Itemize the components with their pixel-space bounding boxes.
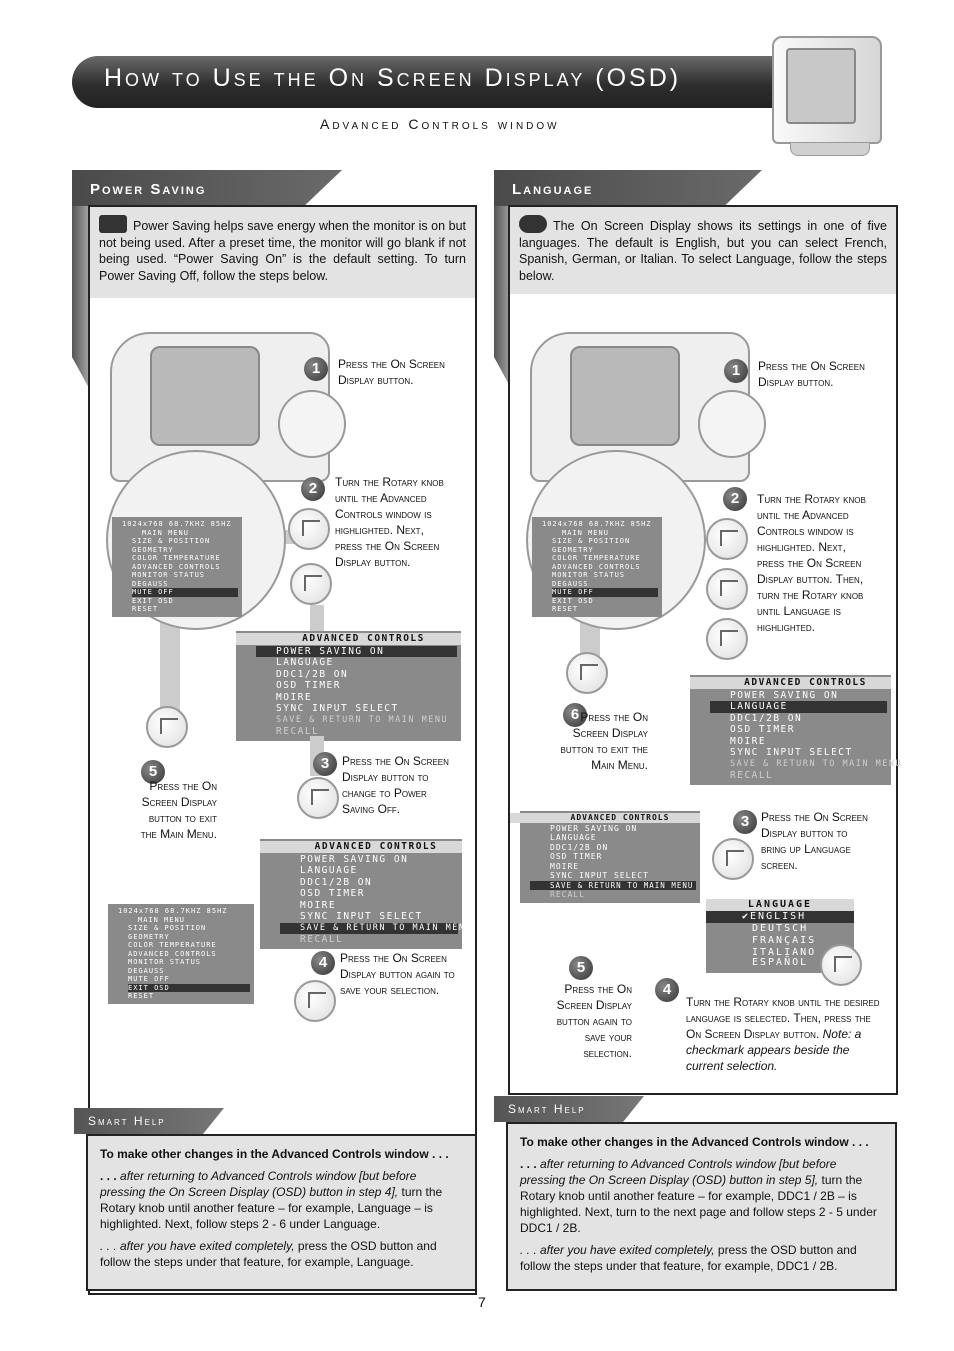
zoom-bubble-button — [278, 390, 346, 458]
rotary-knob-icon — [706, 568, 748, 610]
step-1-text: Press the On Screen Display button. — [758, 359, 865, 389]
step-4-badge: 4 — [655, 978, 679, 1002]
checkmark-icon: ✔ — [742, 911, 751, 922]
rotary-knob-icon — [290, 563, 332, 605]
step-2-badge: 2 — [301, 477, 325, 501]
step-3-text: Press the On Screen Display button to br… — [761, 810, 868, 872]
rotary-knob-icon — [820, 944, 862, 986]
smart-help-paragraph: . . . after you have exited completely, … — [520, 1243, 857, 1273]
main-menu-exit: 1024x768 68.7KHZ 85HZ MAIN MENU SIZE & P… — [108, 904, 254, 1004]
zoom-bubble-button — [698, 390, 766, 458]
smart-help-tab: Smart Help — [494, 1096, 644, 1122]
step-4-text: Press the On Screen Display button again… — [340, 951, 455, 997]
smart-help-box: To make other changes in the Advanced Co… — [506, 1122, 897, 1291]
language-menu-last: ESPAÑOL — [752, 957, 809, 968]
step-3-text: Press the On Screen Display button to ch… — [342, 754, 449, 816]
page-number: 7 — [478, 1294, 486, 1310]
step-5-text: Press the On Screen Display button again… — [556, 982, 632, 1060]
rotary-knob-icon — [288, 508, 330, 550]
step-4-text: Turn the Rotary knob until the desired l… — [686, 995, 880, 1073]
smart-help-paragraph: . . . after you have exited completely, … — [100, 1239, 437, 1269]
rotary-knob-icon — [146, 706, 188, 748]
rotary-knob-icon — [294, 980, 336, 1022]
step-1-badge: 1 — [724, 359, 748, 383]
advanced-controls-menu-b: ADVANCED CONTROLS POWER SAVING ON LANGUA… — [260, 839, 471, 949]
monitor-graphic-screen — [570, 346, 680, 446]
monitor-screen — [786, 48, 856, 124]
main-menu-zoom: 1024x768 68.7KHZ 85HZ MAIN MENU SIZE & P… — [532, 517, 662, 617]
power-saving-icon — [99, 215, 127, 233]
step-3-badge: 3 — [733, 810, 757, 834]
main-menu-zoom: 1024x768 68.7KHZ 85HZ MAIN MENU SIZE & P… — [112, 517, 242, 617]
language-side-bar — [494, 170, 512, 390]
advanced-controls-menu-a: ADVANCED CONTROLS POWER SAVING ON LANGUA… — [236, 631, 461, 741]
step-1-badge: 1 — [304, 357, 328, 381]
step-5-badge: 5 — [141, 760, 165, 784]
smart-help-paragraph: . . . after returning to Advanced Contro… — [520, 1157, 877, 1235]
monitor-graphic-screen — [150, 346, 260, 446]
step-5-text: Press the On Screen Display button to ex… — [140, 779, 217, 841]
title-banner — [72, 56, 784, 108]
rotary-knob-icon — [706, 518, 748, 560]
power-saving-intro: Power Saving helps save energy when the … — [90, 207, 475, 298]
language-intro: The On Screen Display shows its settings… — [510, 207, 896, 294]
smart-help-heading: To make other changes in the Advanced Co… — [100, 1147, 449, 1161]
step-5-badge: 5 — [569, 956, 593, 980]
power-saving-tab: Power Saving — [72, 170, 342, 206]
advanced-controls-menu-a: ADVANCED CONTROLS POWER SAVING ON LANGUA… — [690, 675, 901, 785]
advanced-controls-menu-b: ADVANCED CONTROLS POWER SAVING ON LANGUA… — [510, 811, 700, 903]
language-icon — [519, 215, 547, 233]
rotary-knob-icon — [712, 838, 754, 880]
step-3-badge: 3 — [313, 752, 337, 776]
rotary-knob-icon — [706, 618, 748, 660]
rotary-knob-icon — [566, 652, 608, 694]
language-tab: Language — [494, 170, 762, 206]
smart-help-heading: To make other changes in the Advanced Co… — [520, 1135, 869, 1149]
connector-bar — [310, 605, 324, 633]
step-2-badge: 2 — [723, 487, 747, 511]
smart-help-paragraph: . . . after returning to Advanced Contro… — [100, 1169, 443, 1231]
step-2-text: Turn the Rotary knob until the Advanced … — [335, 475, 444, 569]
rotary-knob-icon — [297, 777, 339, 819]
step-6-badge: 6 — [563, 703, 587, 727]
step-2-text: Turn the Rotary knob until the Advanced … — [757, 492, 866, 634]
step-1-text: Press the On Screen Display button. — [338, 357, 445, 387]
smart-help-tab: Smart Help — [74, 1108, 224, 1134]
smart-help-box: To make other changes in the Advanced Co… — [86, 1134, 477, 1291]
step-4-badge: 4 — [311, 951, 335, 975]
page-title: How to Use the On Screen Display (OSD) — [104, 64, 682, 92]
monitor-stand — [790, 142, 870, 156]
page-subtitle: Advanced Controls window — [320, 116, 560, 132]
power-saving-side-bar — [72, 170, 90, 390]
step-6-text: Press the On Screen Display button to ex… — [560, 710, 649, 772]
language-menu: LANGUAGE ✔ENGLISH DEUTSCH FRANÇAIS ITALI… — [706, 899, 854, 973]
